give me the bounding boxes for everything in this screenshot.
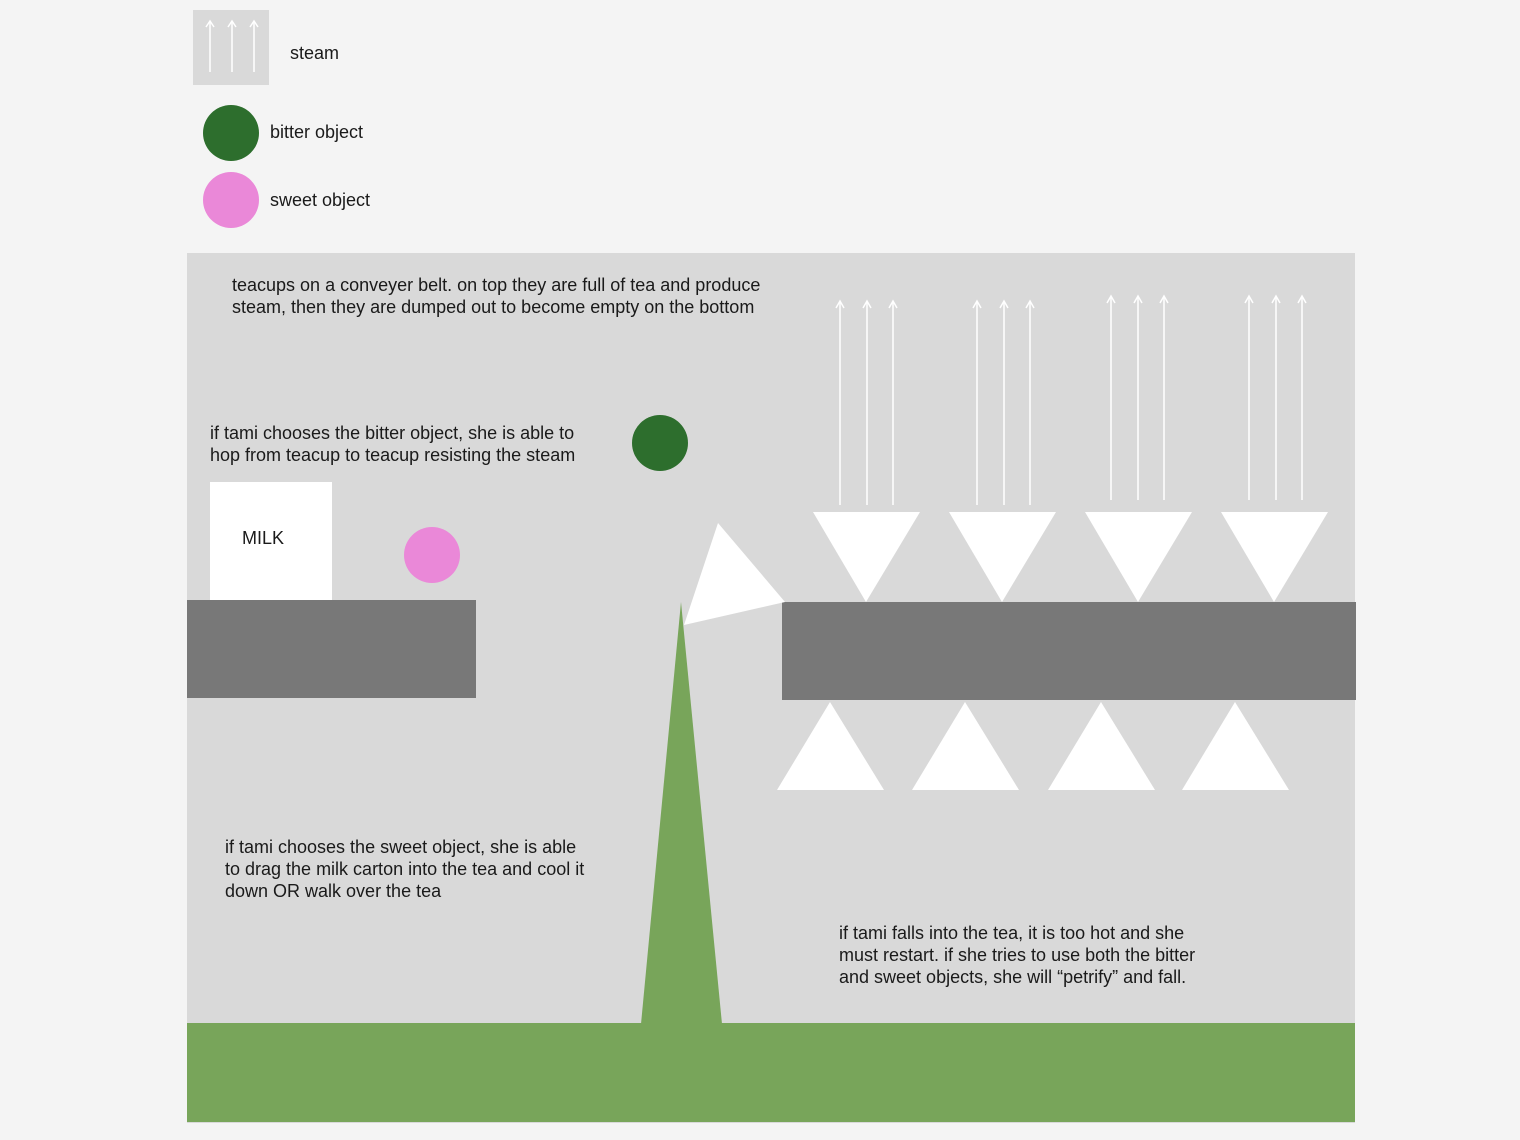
- full-teacup-2: [949, 512, 1056, 602]
- steam-arrows-2: [973, 301, 1034, 505]
- steam-arrows-4: [1245, 296, 1306, 500]
- steam-arrows-3: [1107, 296, 1168, 500]
- empty-teacup-1: [777, 702, 884, 790]
- full-teacup-4: [1221, 512, 1328, 602]
- full-teacup-3: [1085, 512, 1192, 602]
- empty-teacup-2: [912, 702, 1019, 790]
- empty-teacup-3: [1048, 702, 1155, 790]
- steam-arrows-1: [836, 301, 897, 505]
- full-teacup-1: [813, 512, 920, 602]
- empty-teacup-4: [1182, 702, 1289, 790]
- green-spike: [641, 602, 722, 1024]
- dumping-teacup: [684, 523, 785, 625]
